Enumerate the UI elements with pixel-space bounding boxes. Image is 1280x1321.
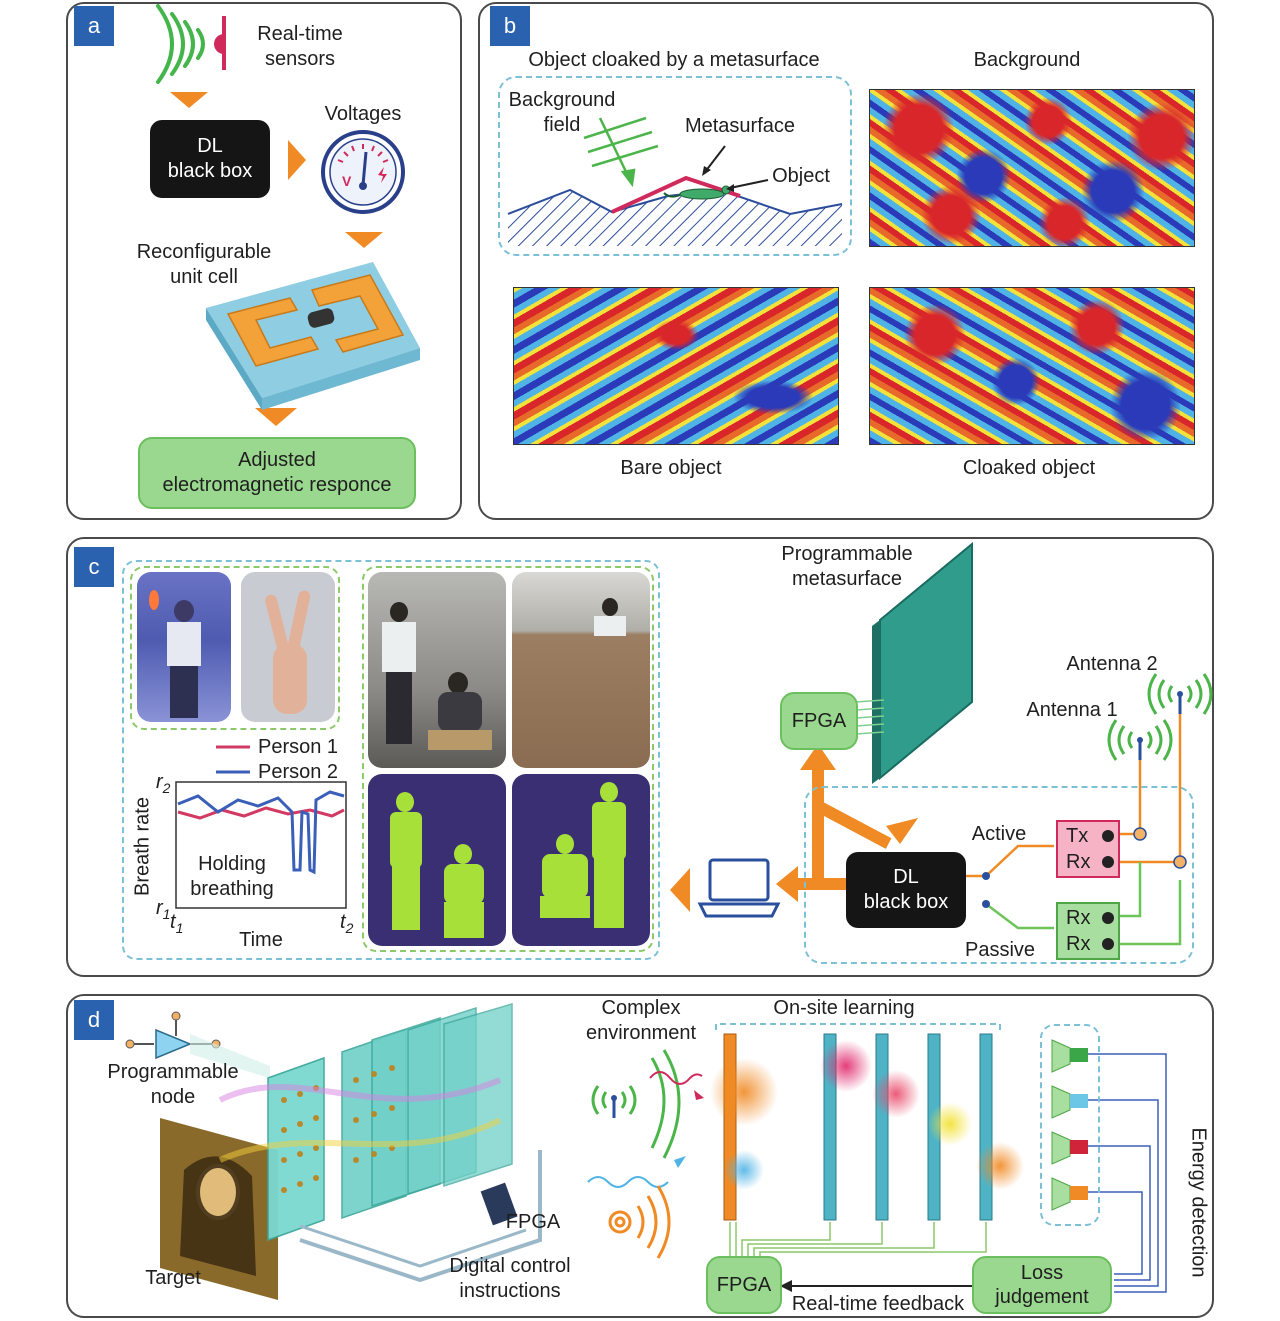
transceiver-group <box>804 786 1194 964</box>
fpga-box-d: FPGA <box>706 1256 782 1314</box>
legend-person1: Person 1 <box>258 736 339 758</box>
active-label: Active <box>971 823 1027 845</box>
background-field-map <box>869 89 1195 247</box>
energy-detection-label: Energy detection <box>1187 1127 1210 1278</box>
antenna-1-label: Antenna 1 <box>1026 699 1118 721</box>
complex-environment-label: Complex environment <box>585 997 697 1044</box>
learning-bar <box>875 1033 889 1221</box>
digital-control-label: Digital control instructions <box>449 1255 571 1302</box>
svg-text:V: V <box>342 173 352 189</box>
two-persons-photo <box>368 572 506 768</box>
cloaked-object-field-map <box>869 287 1195 445</box>
signal-arrow-icon <box>649 1071 703 1085</box>
programmable-node-label: Programmable node <box>107 1061 239 1108</box>
cloaked-object-label: Cloaked object <box>962 457 1096 479</box>
detector-group <box>1040 1024 1100 1226</box>
antenna-2-icon <box>1147 673 1213 715</box>
background-title: Background <box>973 49 1081 71</box>
panel-a <box>66 2 462 520</box>
arrow-right-icon <box>288 140 306 180</box>
passive-receiver: Rx Rx <box>1056 902 1120 960</box>
antenna-wave-icon <box>591 1049 681 1159</box>
sensors-label: Real-time sensors <box>257 23 343 70</box>
target-label: Target <box>145 1267 201 1289</box>
background-field-icon <box>583 116 659 188</box>
sensor-wave-icon <box>156 4 205 84</box>
tick-r1: r1 <box>156 897 171 922</box>
voltmeter-icon: V <box>321 130 405 214</box>
real-time-feedback-label: Real-time feedback <box>791 1293 965 1315</box>
voltages-label: Voltages <box>324 103 402 125</box>
panel-a-tag: a <box>74 6 114 46</box>
loss-judgement-box: Loss judgement <box>972 1256 1112 1314</box>
person2-series <box>177 790 345 875</box>
wave-arrow-icon <box>587 1176 669 1188</box>
diffractive-layers-icon <box>218 1002 542 1283</box>
background-field-label: Background field <box>508 89 616 136</box>
tick-t1: t1 <box>170 911 184 936</box>
gesture-photo <box>241 572 335 722</box>
legend-person2: Person 2 <box>258 761 339 783</box>
time-axis-label: Time <box>239 929 283 951</box>
detector-icon <box>1051 1131 1088 1165</box>
bare-object-field-map <box>513 287 839 445</box>
tx-label: Tx <box>1066 825 1089 847</box>
silhouette-image-2 <box>512 774 650 946</box>
rx-label: Rx <box>1066 851 1091 873</box>
laptop-icon <box>697 858 781 918</box>
imaging-group <box>362 566 654 952</box>
cloaked-title: Object cloaked by a metasurface <box>528 49 820 71</box>
person-photo <box>137 572 231 722</box>
arrow-down-icon <box>255 408 297 426</box>
tick-r2: r2 <box>156 771 171 796</box>
rx-label: Rx <box>1066 907 1091 929</box>
tick-t2: t2 <box>340 911 354 936</box>
metasurface-label: Metasurface <box>684 115 796 137</box>
person1-series <box>177 806 345 820</box>
detector-icon <box>1051 1085 1088 1119</box>
metasurface-panel-icon <box>872 541 973 784</box>
dl-black-box-c: DL black box <box>846 852 966 928</box>
amplifier-node-icon <box>125 1011 270 1078</box>
occluded-photo <box>512 572 650 768</box>
sensing-results-group <box>122 560 660 960</box>
panel-b-tag: b <box>490 6 530 46</box>
antenna-1-icon <box>1107 719 1173 761</box>
active-transceiver: Tx Rx <box>1056 820 1120 878</box>
arrow-down-icon <box>170 92 208 108</box>
arrow-down-icon <box>345 232 383 248</box>
unit-cell-label: Reconfigurable unit cell <box>136 241 272 288</box>
learning-bar <box>979 1033 993 1221</box>
onsite-learning-label: On-site learning <box>773 997 915 1019</box>
cloaking-scene <box>498 76 852 256</box>
unit-cell-icon <box>206 262 420 410</box>
panel-d-tag: d <box>74 1000 114 1040</box>
detector-icon <box>1051 1177 1088 1211</box>
em-response-box: Adjusted electromagnetic responce <box>138 437 416 509</box>
rx-label: Rx <box>1066 933 1091 955</box>
panel-c-tag: c <box>74 547 114 587</box>
object-label: Object <box>772 165 830 187</box>
silhouette-image-1 <box>368 774 506 946</box>
dl-black-box: DL black box <box>150 120 270 198</box>
passive-label: Passive <box>964 939 1036 961</box>
bare-object-label: Bare object <box>620 457 722 479</box>
antenna-2-label: Antenna 2 <box>1066 653 1158 675</box>
fpga-box: FPGA <box>780 692 858 750</box>
holding-breathing-label: Holding breathing <box>190 853 274 900</box>
gesture-group <box>130 566 340 730</box>
mona-lisa-target-icon <box>160 1118 278 1300</box>
detector-icon <box>1051 1039 1088 1073</box>
sound-wave-icon <box>608 1185 671 1259</box>
programmable-metasurface-label: Programmable metasurface <box>781 543 913 590</box>
fpga-board-label: FPGA <box>505 1211 561 1233</box>
